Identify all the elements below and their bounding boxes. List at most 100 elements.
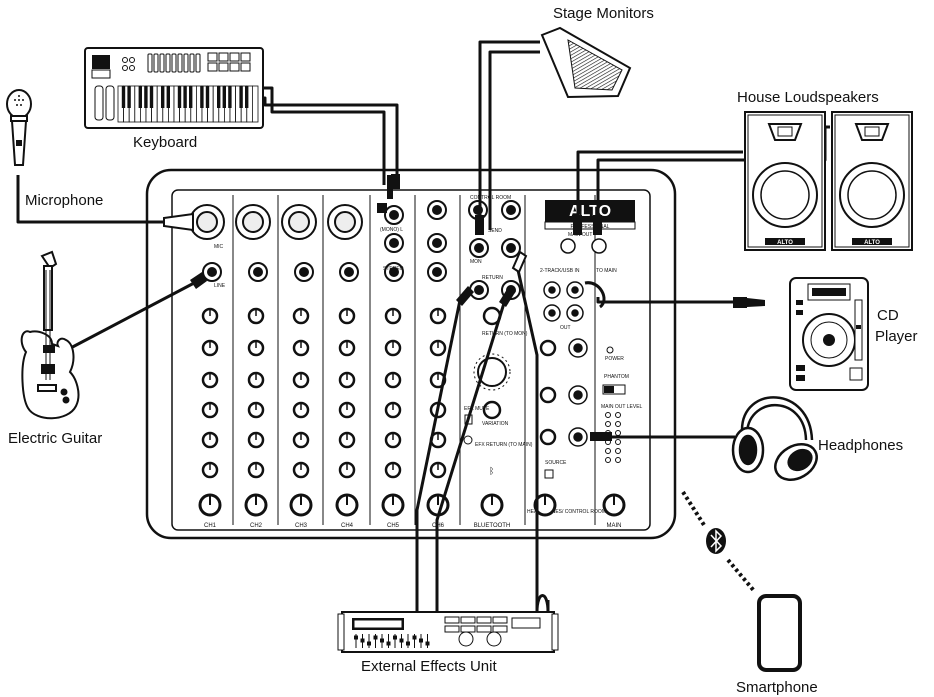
return-label: RETURN (482, 275, 503, 281)
knob[interactable] (340, 373, 354, 387)
ch5-label: CH5 (387, 523, 400, 529)
meter-led (606, 458, 611, 463)
knob[interactable] (203, 463, 217, 477)
ch2-label: CH2 (250, 523, 263, 529)
knob[interactable] (249, 433, 263, 447)
ch3-label: CH3 (295, 523, 308, 529)
meter-led (616, 440, 621, 445)
keyboard-label: Keyboard (133, 134, 197, 151)
knob[interactable] (249, 463, 263, 477)
knob[interactable] (203, 341, 217, 355)
level-knob[interactable] (604, 495, 624, 515)
return-to-mon-label: RETURN (TO MON) (482, 331, 528, 337)
stereo-label: STEREO (383, 266, 404, 272)
level-knob[interactable] (337, 495, 357, 515)
speaker-brand: ALTO (864, 240, 880, 246)
efx-return-label: EFX RETURN (TO MAIN) (475, 442, 533, 448)
track-usb-label: 2-TRACK/USB IN (540, 268, 580, 274)
knob[interactable] (541, 430, 555, 444)
knob[interactable] (340, 309, 354, 323)
knob[interactable] (294, 341, 308, 355)
knob[interactable] (249, 403, 263, 417)
ch1-label: CH1 (204, 523, 217, 529)
main-label: MAIN (607, 523, 622, 529)
level-knob[interactable] (291, 495, 311, 515)
knob[interactable] (249, 309, 263, 323)
meter-led (606, 449, 611, 454)
power-label: POWER (605, 356, 624, 362)
knob[interactable] (340, 433, 354, 447)
knob[interactable] (340, 463, 354, 477)
microphone-device (7, 90, 31, 165)
knob[interactable] (386, 373, 400, 387)
main-out-level-label: MAIN OUT LEVEL (601, 404, 643, 410)
guitar-device (22, 252, 79, 418)
house-loudspeakers-label: House Loudspeakers (737, 89, 879, 106)
knob[interactable] (431, 309, 445, 323)
headphones-device (733, 397, 823, 486)
alto-logo: ALTO PROFESSIONAL (545, 200, 635, 230)
knob[interactable] (249, 373, 263, 387)
out-label: OUT (560, 325, 571, 331)
level-knob[interactable] (383, 495, 403, 515)
stage-monitors-label: Stage Monitors (553, 5, 654, 22)
ch4-label: CH4 (341, 523, 354, 529)
microphone-label: Microphone (25, 192, 103, 209)
efx-mute-led (464, 436, 472, 444)
knob[interactable] (294, 463, 308, 477)
source-button[interactable] (545, 470, 553, 478)
knob[interactable] (294, 373, 308, 387)
meter-led (616, 431, 621, 436)
line-label: LINE (214, 283, 226, 289)
knob[interactable] (203, 309, 217, 323)
effects-unit-device (338, 612, 558, 652)
knob[interactable] (386, 433, 400, 447)
keyboard-device (85, 48, 263, 128)
smartphone-icon (759, 596, 800, 670)
meter-led (616, 413, 621, 418)
knob[interactable] (294, 433, 308, 447)
knob[interactable] (541, 341, 555, 355)
variation-label: VARIATION (482, 421, 509, 427)
meter-led (606, 422, 611, 427)
knob[interactable] (294, 309, 308, 323)
phantom-label: PHANTOM (604, 374, 629, 380)
meter-led (616, 449, 621, 454)
efx-mute-label: EFX MUTE (464, 406, 490, 412)
knob[interactable] (203, 403, 217, 417)
source-label: SOURCE (545, 460, 567, 466)
knob[interactable] (386, 341, 400, 355)
knob[interactable] (340, 403, 354, 417)
knob[interactable] (340, 341, 354, 355)
headphones-label: Headphones (818, 437, 903, 454)
knob[interactable] (386, 309, 400, 323)
player-label: Player (875, 328, 918, 345)
level-knob[interactable] (482, 495, 502, 515)
smartphone-label: Smartphone (736, 679, 818, 696)
external-effects-label: External Effects Unit (361, 658, 497, 675)
knob[interactable] (294, 403, 308, 417)
knob[interactable] (431, 341, 445, 355)
speaker-brand: ALTO (777, 240, 793, 246)
knob[interactable] (386, 463, 400, 477)
bluetooth-small-icon: ᛒ (489, 466, 494, 476)
to-main-label: TO MAIN (596, 268, 617, 274)
meter-led (606, 413, 611, 418)
knob[interactable] (386, 403, 400, 417)
level-knob[interactable] (200, 495, 220, 515)
level-knob[interactable] (246, 495, 266, 515)
cd-player-device (790, 278, 868, 390)
headphone-jacks (569, 339, 587, 446)
knob[interactable] (249, 341, 263, 355)
mon-label: MON (470, 259, 482, 265)
house-speakers: ALTO ALTO (745, 112, 912, 250)
knob[interactable] (541, 388, 555, 402)
meter-led (616, 458, 621, 463)
stage-monitor-device (542, 28, 630, 97)
knob[interactable] (431, 463, 445, 477)
mic-label: MIC (214, 244, 224, 250)
knob[interactable] (203, 433, 217, 447)
meter-led (616, 422, 621, 427)
knob[interactable] (203, 373, 217, 387)
